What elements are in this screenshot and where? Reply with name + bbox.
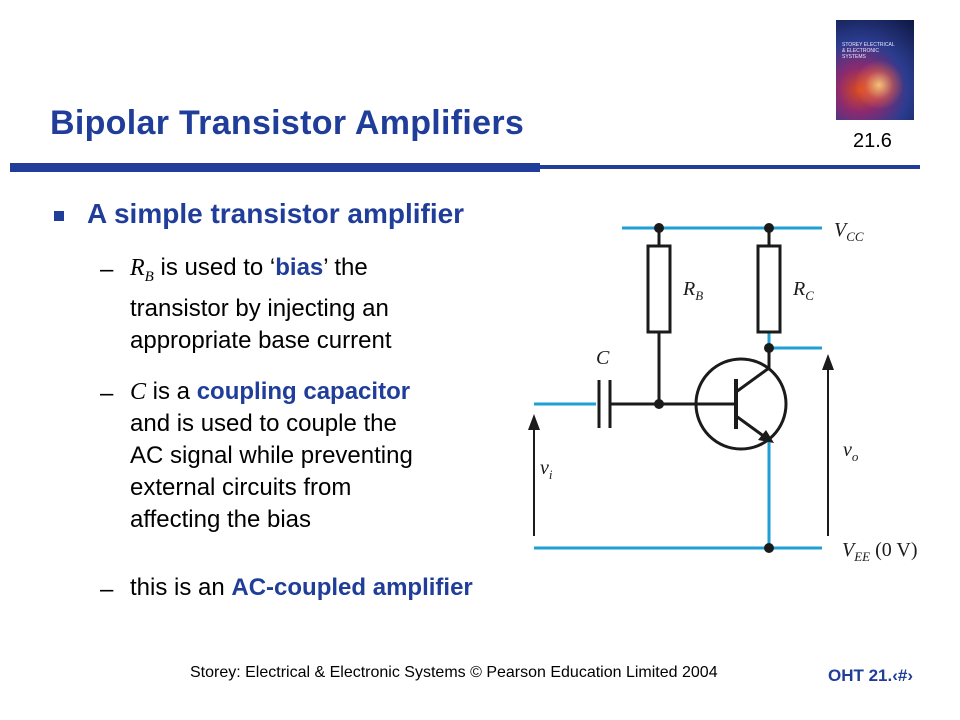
sub-item-c-line2: and is used to couple the (130, 410, 397, 437)
label-c: C (596, 347, 610, 369)
vo-arrow-icon (822, 354, 834, 370)
sub-item-c-line4: external circuits from (130, 474, 352, 501)
label-vi: vi (540, 457, 553, 482)
sub-item-ac-line1: this is an AC-coupled amplifier (130, 572, 473, 604)
cover-text: STOREY ELECTRICAL & ELECTRONIC SYSTEMS (842, 42, 895, 60)
sub-item-rb-line3: appropriate base current (130, 326, 392, 354)
label-rb: RB (682, 278, 703, 303)
var-b-subscript: B (144, 268, 154, 285)
dash-marker: – (100, 256, 114, 283)
transistor-body (694, 357, 788, 451)
slide-title: Bipolar Transistor Amplifiers (50, 104, 525, 142)
junction-dot (764, 343, 774, 353)
sub-item-rb: RB is used to ‘bias’ the transistor by i… (130, 252, 392, 357)
sub-item-c-line5: affecting the bias (130, 506, 312, 533)
label-rc: RC (792, 278, 814, 303)
junction-dot (654, 399, 664, 409)
cover-glow (854, 60, 904, 110)
bullet-square-icon (54, 211, 64, 221)
sub-item-c-line1: C is a coupling capacitor (130, 376, 413, 408)
junction-dot (654, 223, 664, 233)
circuit-labels: VCC RB RC C vi vo VEE (0 V) (540, 219, 918, 564)
text: ’ the (323, 254, 368, 281)
text: is a (146, 378, 197, 405)
sub-item-rb-line1: RB is used to ‘bias’ the (130, 252, 392, 293)
text: is used to ‘ (153, 254, 276, 281)
junction-dots (654, 223, 774, 553)
label-vcc: VCC (834, 219, 864, 244)
sub-item-ac: this is an AC-coupled amplifier (130, 572, 473, 604)
label-vo: vo (843, 439, 859, 464)
vi-arrow-icon (528, 414, 540, 430)
voltage-arrows (533, 366, 829, 536)
text: this is an (130, 574, 232, 601)
circuit-components (597, 228, 788, 451)
bullet-heading: A simple transistor amplifier (87, 198, 465, 229)
rc-resistor (756, 244, 782, 334)
slide-number: OHT 21.‹#› (828, 666, 914, 685)
transistor-collector (735, 366, 770, 394)
section-number: 21.6 (853, 130, 892, 152)
junction-dot (764, 223, 774, 233)
sub-item-c-line3: AC signal while preventing (130, 442, 413, 469)
junction-dot (764, 543, 774, 553)
footer-credit: Storey: Electrical & Electronic Systems … (190, 664, 718, 681)
var-r: R (130, 255, 145, 281)
sub-item-rb-line2: transistor by injecting an (130, 294, 389, 322)
var-c: C (130, 379, 147, 405)
label-vee: VEE (0 V) (842, 539, 918, 564)
book-cover-image: STOREY ELECTRICAL & ELECTRONIC SYSTEMS (836, 20, 914, 120)
rb-resistor (646, 244, 672, 334)
emitter-arrow-icon (758, 430, 774, 443)
title-rule-thick (10, 163, 540, 172)
dash-marker: – (100, 576, 114, 603)
dash-marker: – (100, 380, 114, 407)
sub-item-c: C is a coupling capacitor and is used to… (130, 376, 413, 536)
highlight-coupling-capacitor: coupling capacitor (196, 378, 411, 405)
highlight-bias: bias (275, 254, 324, 281)
highlight-ac-coupled: AC-coupled amplifier (231, 574, 473, 601)
